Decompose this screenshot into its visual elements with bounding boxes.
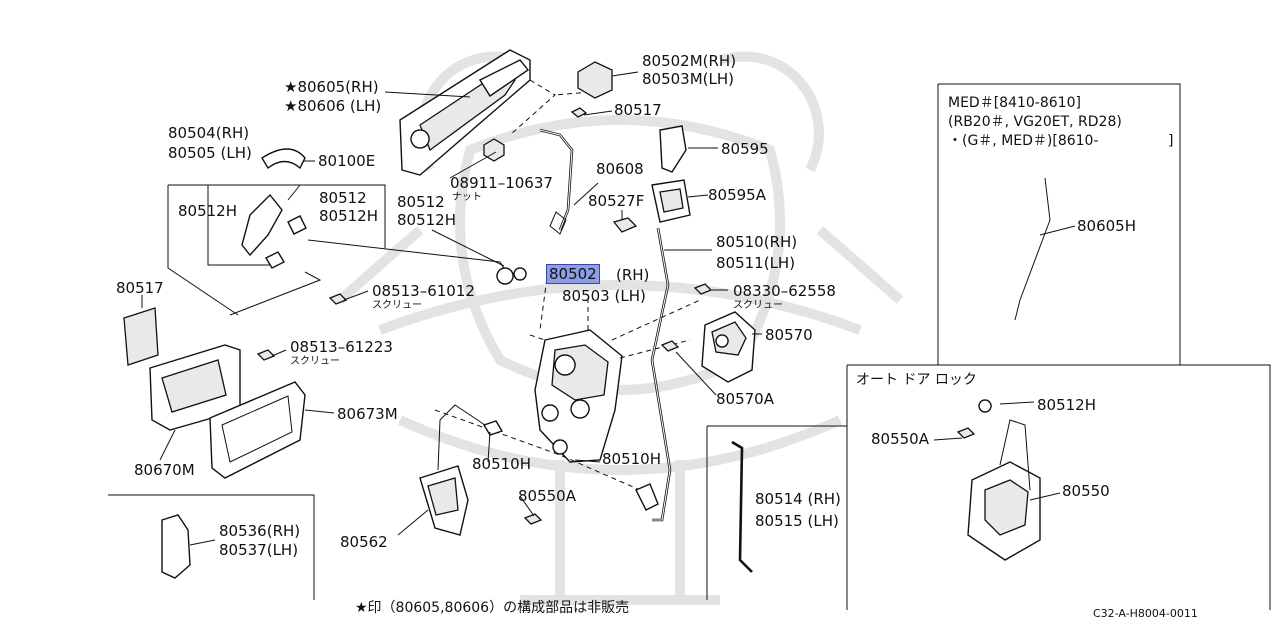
door-latch-80502 [434, 269, 701, 491]
label-08513-61223: 08513–61223 [290, 338, 393, 356]
label-80100e: 80100E [318, 152, 376, 170]
clip-80100e [261, 148, 306, 170]
label-80512h-mid: 80512H [319, 207, 378, 225]
label-80606: ★80606 (LH) [284, 97, 382, 115]
label-auto-door-lock: オート ドア ロック [856, 372, 977, 388]
leader-lines [141, 71, 1076, 546]
label-80570a: 80570A [716, 390, 774, 408]
part-80527f [612, 217, 638, 233]
label-80512-right: 80512 [397, 193, 445, 211]
label-80550a-inset: 80550A [871, 430, 929, 448]
label-80517-top: 80517 [614, 101, 662, 119]
clip-80517-top [570, 107, 588, 118]
screws [256, 283, 976, 525]
footnote: ★印（80605,80606）の構成部品は非販売 [355, 600, 630, 616]
label-80502m: 80502M(RH) [642, 52, 737, 70]
label-screw-b: スクリュー [733, 300, 783, 311]
label-med-bracket: ] [1168, 133, 1174, 149]
highlighted-part-80502[interactable]: 80502 [546, 264, 600, 284]
part-80595 [659, 125, 687, 173]
lock-link-80562 [419, 404, 504, 536]
part-80536 [161, 514, 191, 579]
label-med-range: MED＃[8410-8610] [948, 95, 1081, 111]
label-80562: 80562 [340, 533, 388, 551]
label-screw-a: スクリュー [372, 300, 422, 311]
label-nut: ナット [452, 192, 482, 203]
pad-80517 [123, 307, 159, 366]
actuator-80550 [967, 399, 1041, 561]
label-80511: 80511(LH) [716, 254, 796, 272]
bracket-80570 [701, 311, 756, 383]
label-80670m: 80670M [134, 461, 195, 479]
outside-handle-80605 [399, 49, 591, 176]
label-80512h-inset: 80512H [1037, 396, 1096, 414]
label-screw-c: スクリュー [290, 356, 340, 367]
label-80505: 80505 (LH) [168, 144, 252, 162]
label-med-models: ・(G＃, MED＃)[8610- [948, 133, 1099, 149]
label-80550a-main: 80550A [518, 487, 576, 505]
label-80510h-left: 80510H [472, 455, 531, 473]
rod-80605h [1014, 177, 1051, 321]
diagram-code: C32-A-H8004-0011 [1093, 607, 1198, 620]
label-80605h: 80605H [1077, 217, 1136, 235]
part-80502m [577, 61, 613, 99]
label-80527f: 80527F [588, 192, 645, 210]
label-80517-left: 80517 [116, 279, 164, 297]
label-80504: 80504(RH) [168, 124, 250, 142]
label-80570: 80570 [765, 326, 813, 344]
label-80503m: 80503M(LH) [642, 70, 734, 88]
label-80608: 80608 [596, 160, 644, 178]
bezel-80673m [209, 381, 306, 479]
label-80595: 80595 [721, 140, 769, 158]
rod-80514 [731, 440, 753, 573]
label-80512-mid: 80512 [319, 189, 367, 207]
clip-80510h [635, 483, 659, 511]
label-08330: 08330–62558 [733, 282, 836, 300]
label-80550: 80550 [1062, 482, 1110, 500]
rods [539, 128, 672, 522]
label-80673m: 80673M [337, 405, 398, 423]
label-80510: 80510(RH) [716, 233, 798, 251]
label-80536: 80536(RH) [219, 522, 301, 540]
label-80510h-right: 80510H [602, 450, 661, 468]
inside-handle-80670m [149, 344, 241, 431]
label-med-engines: (RB20＃, VG20ET, RD28) [948, 114, 1122, 130]
label-80595a: 80595A [708, 186, 766, 204]
label-80503: 80503 (LH) [562, 287, 646, 305]
label-80514: 80514 (RH) [755, 490, 841, 508]
label-80537: 80537(LH) [219, 541, 299, 559]
label-80512h-left: 80512H [178, 202, 237, 220]
label-08911: 08911–10637 [450, 174, 553, 192]
label-80515: 80515 (LH) [755, 512, 839, 530]
label-08513-61012: 08513–61012 [372, 282, 475, 300]
label-80512h-right: 80512H [397, 211, 456, 229]
label-80502-rh: (RH) [616, 266, 650, 284]
label-80605: ★80605(RH) [284, 78, 379, 96]
linkage-80512 [167, 184, 527, 316]
inset-frames [108, 83, 1271, 610]
